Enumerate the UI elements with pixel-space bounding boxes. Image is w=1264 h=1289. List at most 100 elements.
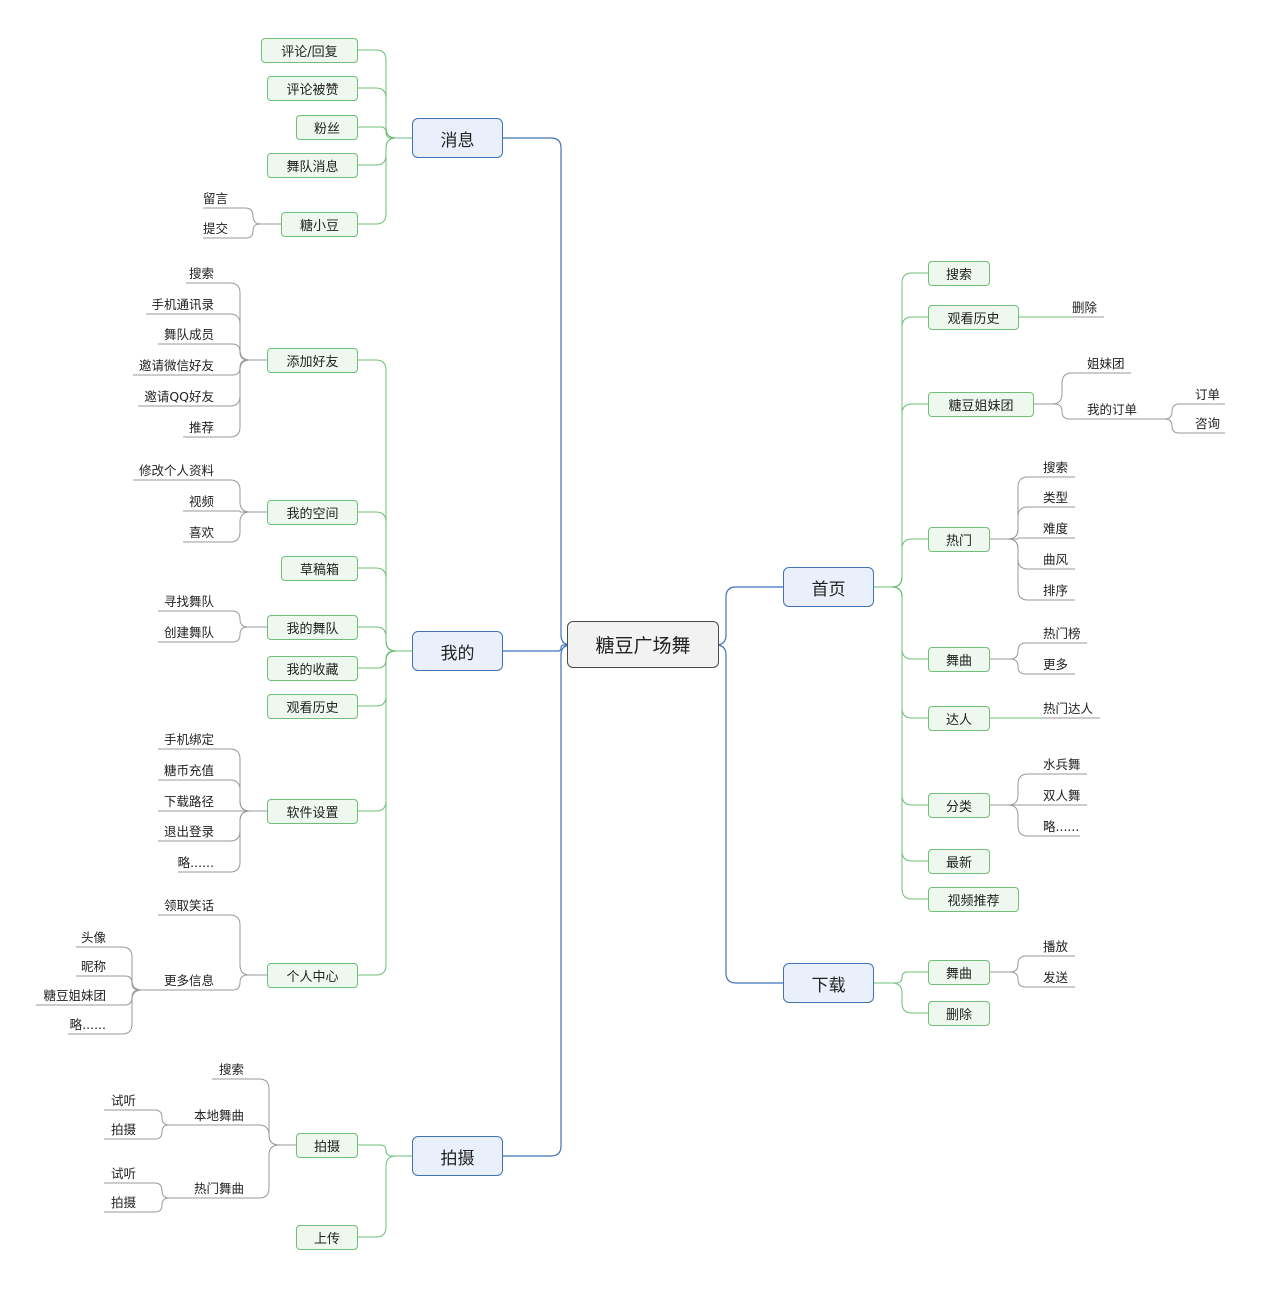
connector-line xyxy=(874,538,928,588)
connector-line xyxy=(1144,418,1195,434)
leaf-type: 类型 xyxy=(1043,490,1069,505)
node-my-team[interactable]: 我的舞队 xyxy=(267,615,358,640)
leaf-bind-phone: 手机绑定 xyxy=(163,732,214,747)
connector-line xyxy=(1034,372,1087,405)
root-node[interactable]: 糖豆广场舞 xyxy=(567,621,719,668)
connector-line xyxy=(990,773,1043,806)
node-download-delete[interactable]: 删除 xyxy=(928,1001,990,1026)
leaf-more-info: 更多信息 xyxy=(163,973,214,988)
branch-shoot[interactable]: 拍摄 xyxy=(412,1136,503,1176)
leaf-delete: 删除 xyxy=(1072,300,1098,315)
node-experts[interactable]: 达人 xyxy=(928,706,990,731)
leaf-likes: 喜欢 xyxy=(188,525,214,540)
leaf-avatar: 头像 xyxy=(80,930,106,945)
connector-line xyxy=(990,804,1043,837)
connector-line xyxy=(990,971,1043,988)
leaf-invite-wechat: 邀请微信好友 xyxy=(138,358,214,373)
node-drafts[interactable]: 草稿箱 xyxy=(281,556,358,581)
connector-line xyxy=(503,644,567,652)
connector-line xyxy=(203,207,281,225)
connector-line xyxy=(990,642,1043,660)
leaf-etc: 略...... xyxy=(177,855,214,870)
connector-line xyxy=(874,403,928,588)
connector-line xyxy=(874,586,928,900)
connector-line xyxy=(158,779,267,812)
connector-line xyxy=(358,650,412,707)
leaf-edit-profile: 修改个人资料 xyxy=(138,463,214,478)
node-category[interactable]: 分类 xyxy=(928,793,990,818)
leaf-orders: 订单 xyxy=(1195,387,1221,402)
node-latest[interactable]: 最新 xyxy=(928,849,990,874)
node-video-recommend[interactable]: 视频推荐 xyxy=(928,887,1019,912)
node-fans[interactable]: 粉丝 xyxy=(296,115,358,140)
node-download-music[interactable]: 舞曲 xyxy=(928,960,990,985)
node-hot[interactable]: 热门 xyxy=(928,527,990,552)
leaf-more: 更多 xyxy=(1043,657,1069,672)
branch-messages[interactable]: 消息 xyxy=(412,118,503,158)
connector-line xyxy=(1144,403,1195,420)
leaf-sisters-group: 糖豆姐妹团 xyxy=(43,988,106,1003)
connector-line xyxy=(358,137,412,166)
node-watch-history[interactable]: 观看历史 xyxy=(267,694,358,719)
connector-line xyxy=(68,989,158,1035)
connector-line xyxy=(990,506,1043,540)
leaf-hot-chart: 热门榜 xyxy=(1043,626,1081,641)
connector-line xyxy=(358,87,412,139)
leaf-submit: 提交 xyxy=(202,221,228,236)
connector-line xyxy=(358,126,412,139)
connector-line xyxy=(104,1124,186,1140)
connector-line xyxy=(874,982,928,1014)
branch-mine[interactable]: 我的 xyxy=(412,631,503,671)
connector-line xyxy=(503,137,572,646)
connector-line xyxy=(874,586,928,862)
connector-line xyxy=(76,975,158,991)
node-comment-reply[interactable]: 评论/回复 xyxy=(261,38,358,63)
connector-line xyxy=(76,946,158,991)
connector-line xyxy=(874,316,928,588)
node-comment-liked[interactable]: 评论被赞 xyxy=(267,76,358,101)
leaf-navy-dance: 水兵舞 xyxy=(1043,757,1081,772)
leaf-create-team: 创建舞队 xyxy=(163,625,214,640)
connector-line xyxy=(358,137,412,225)
connector-line xyxy=(183,510,267,513)
leaf-find-team: 寻找舞队 xyxy=(163,594,214,609)
node-home-search[interactable]: 搜索 xyxy=(928,261,990,286)
node-upload[interactable]: 上传 xyxy=(296,1225,358,1250)
node-tangxiaodou[interactable]: 糖小豆 xyxy=(281,212,358,237)
node-dance-music[interactable]: 舞曲 xyxy=(928,647,990,672)
connector-line xyxy=(358,650,412,669)
branch-home[interactable]: 首页 xyxy=(783,567,874,607)
connector-line xyxy=(874,586,928,660)
connector-line xyxy=(503,644,572,1157)
connector-line xyxy=(104,1109,186,1126)
node-my-space[interactable]: 我的空间 xyxy=(267,500,358,525)
leaf-hot-music: 热门舞曲 xyxy=(193,1181,244,1196)
connector-line xyxy=(178,810,267,873)
connector-line xyxy=(158,626,267,643)
connector-line xyxy=(186,1144,296,1199)
node-personal-center[interactable]: 个人中心 xyxy=(267,963,358,988)
node-add-friend[interactable]: 添加好友 xyxy=(267,348,358,373)
connector-line xyxy=(358,1155,412,1238)
node-shoot[interactable]: 拍摄 xyxy=(296,1133,358,1158)
connector-line xyxy=(358,359,412,652)
connector-line xyxy=(158,343,267,361)
leaf-shoot-search: 搜索 xyxy=(218,1062,244,1077)
node-home-history[interactable]: 观看历史 xyxy=(928,305,1019,330)
leaf-search: 搜索 xyxy=(188,266,214,281)
node-my-favorites[interactable]: 我的收藏 xyxy=(267,656,358,681)
leaf-phone-contacts: 手机通讯录 xyxy=(151,297,214,312)
node-settings[interactable]: 软件设置 xyxy=(267,799,358,824)
connector-line xyxy=(203,223,281,239)
connector-line xyxy=(874,272,928,588)
node-team-messages[interactable]: 舞队消息 xyxy=(267,153,358,178)
connector-line xyxy=(158,610,267,628)
connector-line xyxy=(358,1144,412,1157)
leaf-recharge: 糖币充值 xyxy=(163,763,214,778)
connector-line xyxy=(990,955,1043,973)
node-sisters-group[interactable]: 糖豆姐妹团 xyxy=(928,392,1034,417)
connector-line xyxy=(186,1124,296,1146)
branch-download[interactable]: 下载 xyxy=(783,963,874,1003)
connector-line xyxy=(874,586,928,719)
